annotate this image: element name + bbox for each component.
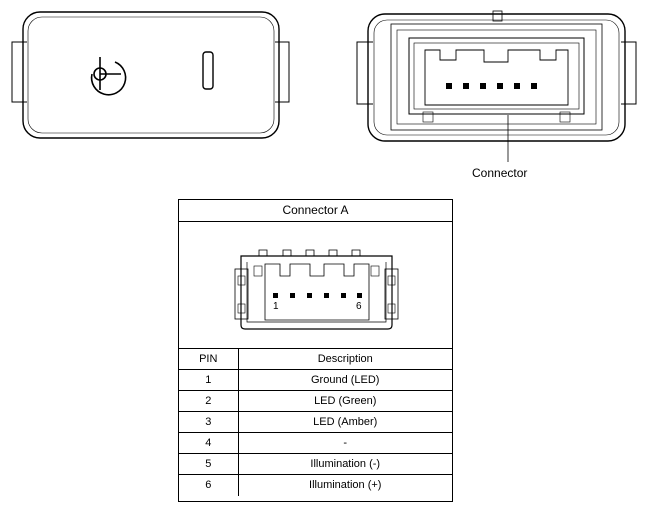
switch-front-view xyxy=(11,11,290,139)
description-column-header: Description xyxy=(238,348,452,370)
table-row: 6 Illumination (+) xyxy=(179,474,452,496)
pin-description-cell: - xyxy=(238,432,452,454)
pin-description-cell: LED (Amber) xyxy=(238,411,452,433)
pin-number-cell: 6 xyxy=(179,474,239,496)
switch-rear-view xyxy=(356,10,637,162)
pin-number-cell: 5 xyxy=(179,453,239,475)
connector-a-title: Connector A xyxy=(179,200,452,222)
pin-6-marker: 6 xyxy=(356,301,362,312)
pin-1-marker: 1 xyxy=(273,301,279,312)
pin-number-cell: 3 xyxy=(179,411,239,433)
table-row: 5 Illumination (-) xyxy=(179,453,452,475)
table-row: 4 - xyxy=(179,432,452,454)
pin-number-cell: 4 xyxy=(179,432,239,454)
indicator-led-window xyxy=(202,51,214,90)
table-row: 1 Ground (LED) xyxy=(179,369,452,391)
pin-description-cell: Ground (LED) xyxy=(238,369,452,391)
pin-description-cell: Illumination (-) xyxy=(238,453,452,475)
table-row: 3 LED (Amber) xyxy=(179,411,452,433)
power-symbol-icon xyxy=(90,57,127,96)
connector-callout-label: Connector xyxy=(472,166,528,180)
pin-description-cell: LED (Green) xyxy=(238,390,452,412)
pin-description-table: PIN Description 1 Ground (LED) 2 LED (Gr… xyxy=(179,348,452,496)
switch-illustrations xyxy=(11,10,637,162)
table-row: 2 LED (Green) xyxy=(179,390,452,412)
table-header-row: PIN Description xyxy=(179,348,452,370)
pin-column-header: PIN xyxy=(179,348,239,370)
pin-number-cell: 2 xyxy=(179,390,239,412)
pin-number-cell: 1 xyxy=(179,369,239,391)
connector-a-diagram: 1 6 xyxy=(179,222,452,348)
connector-a-drawing xyxy=(234,249,399,330)
pin-description-cell: Illumination (+) xyxy=(238,474,452,496)
connector-pins xyxy=(446,83,537,89)
connector-a-table: Connector A 1 6 xyxy=(178,199,453,502)
